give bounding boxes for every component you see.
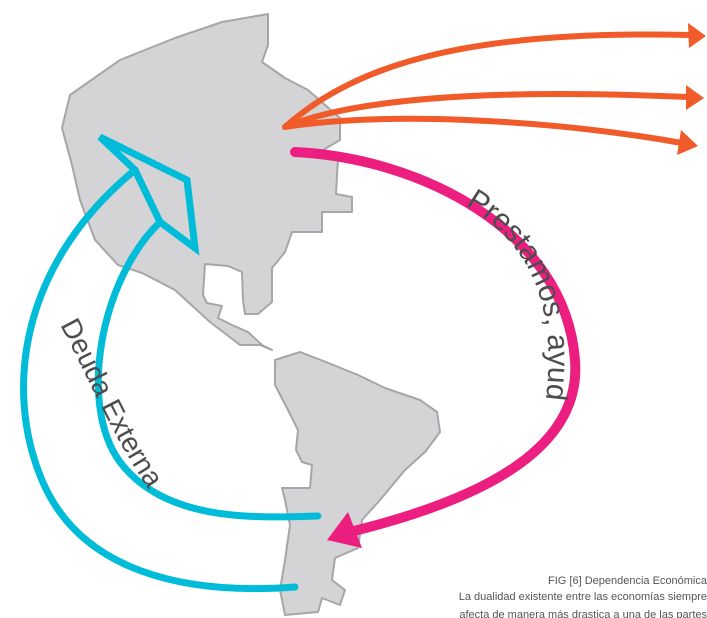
external-debt-label: Deuda Externa (55, 313, 170, 493)
loans-aid-arrowhead (327, 512, 362, 548)
north-america-shape (61, 13, 353, 351)
external-debt-arrow-inner (94, 218, 322, 521)
export-arrow-top (282, 31, 693, 130)
external-debt-arrowhead (97, 133, 200, 256)
figure-caption-title: FIG [6] Dependencia Económica (548, 575, 707, 587)
external-debt-arrow-outer (20, 166, 299, 593)
figure-caption-line-1: La dualidad existente entre las economía… (458, 591, 707, 603)
export-arrow-bottom (282, 115, 685, 146)
export-arrow-middle-head (686, 85, 704, 110)
export-arrow-middle (282, 91, 691, 130)
export-arrow-bottom-head (677, 130, 698, 155)
figure-caption-line-2: afecta de manera más drastica a una de l… (459, 609, 707, 618)
south-america-shape (274, 351, 441, 616)
export-arrow-top-head (688, 23, 706, 48)
loans-aid-arrow (290, 147, 581, 537)
